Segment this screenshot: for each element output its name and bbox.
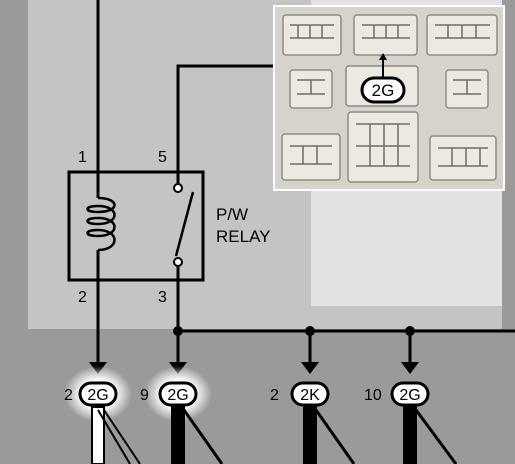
pin-label-2: 2 [78, 289, 87, 306]
connector-code: 2G [167, 387, 188, 404]
connector-pin: 10 [364, 387, 382, 404]
connector-pin: 2 [270, 387, 279, 404]
connector-block-photo: 2G [273, 5, 505, 191]
pin-label-1: 1 [78, 149, 87, 166]
pin-label-5: 5 [158, 149, 167, 166]
inset-callout-label: 2G [372, 81, 395, 100]
connector-pin: 2 [64, 387, 73, 404]
pin-label-3: 3 [158, 289, 167, 306]
wires [96, 0, 515, 366]
connector-2g-pin10: 2G 10 [364, 381, 430, 407]
relay-box [67, 170, 205, 282]
connector-2g-pin2: 2G 2 [64, 381, 118, 407]
relay-switch-icon [173, 172, 195, 280]
relay-name-line2: RELAY [216, 227, 271, 246]
connector-pin: 9 [140, 387, 149, 404]
relay-name-line1: P/W [216, 205, 248, 224]
connector-code: 2G [87, 387, 108, 404]
connector-2g-pin9: 2G 9 [140, 381, 198, 407]
junction-dots [173, 326, 415, 336]
connector-tails [91, 406, 458, 464]
connector-2k-pin2: 2K 2 [270, 381, 330, 407]
connector-code: 2G [399, 387, 420, 404]
relay-coil-icon [86, 196, 116, 252]
connector-code: 2K [300, 387, 320, 404]
